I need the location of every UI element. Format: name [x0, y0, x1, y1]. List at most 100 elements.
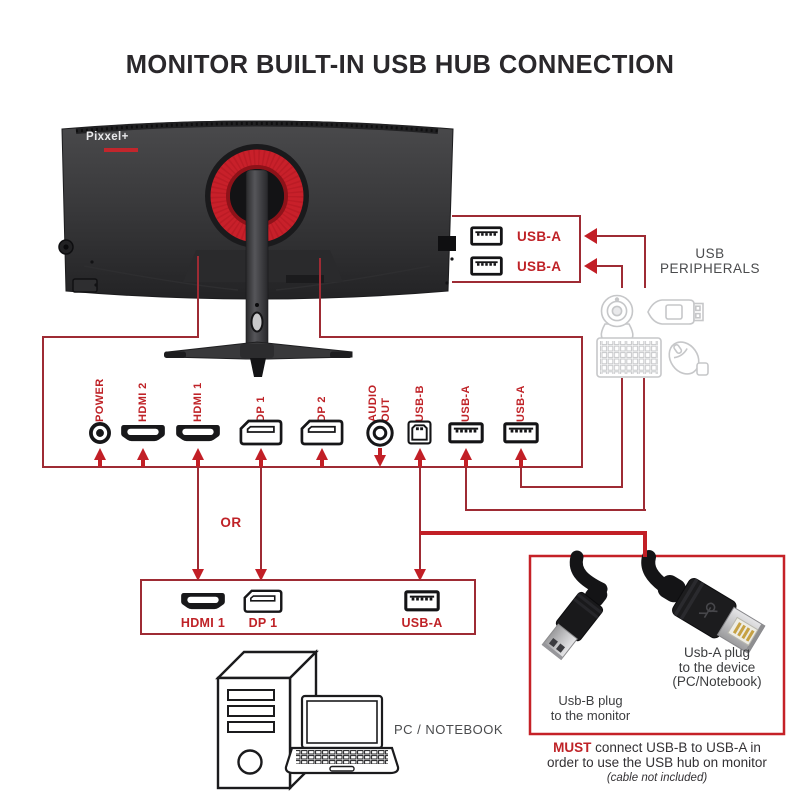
line-usb-a2-up [621, 378, 623, 488]
webcam-icon [600, 294, 634, 343]
line-hub2-v [621, 265, 623, 288]
usb-peripherals-illustration [596, 294, 709, 378]
arrow-power [93, 448, 106, 460]
line-hub1-v [644, 235, 646, 288]
line-usb-a2-h [520, 486, 623, 488]
port-label-usb-b: USB-B [413, 385, 426, 422]
usb-peripherals-label: USB PERIPHERALS [659, 246, 761, 276]
arrow-usb-a1-stem [464, 459, 468, 467]
arrow-into-hub-usb-a-2 [584, 258, 597, 274]
or-label: OR [220, 515, 242, 530]
line-hub2-h [597, 265, 623, 267]
rear-panel-box-top-left [42, 336, 199, 338]
source-usb-a-icon [404, 590, 440, 612]
usb-b-plug-caption: Usb-B plug to the monitor [550, 693, 631, 723]
arrow-hdmi2-stem [141, 459, 145, 467]
arrow-hdmi2 [136, 448, 149, 460]
arrow-dp1-stem [259, 459, 263, 467]
line-usb-b-down [419, 468, 421, 569]
usb-a-plug-icon [657, 575, 766, 655]
port-label-dp1: DP 1 [254, 396, 267, 422]
rear-panel-box-bottom [42, 466, 583, 468]
hub-usb-a-port-icon [470, 226, 503, 246]
dp1-port-icon [239, 419, 283, 446]
line-usb-b-branch-h [420, 531, 646, 535]
source-hdmi1-icon [180, 592, 226, 611]
arrow-audio-out [373, 455, 386, 467]
arrow-power-stem [98, 459, 102, 467]
monitor-stand-illustration [164, 169, 353, 377]
footnote: MUST connect USB-B to USB-A in order to … [513, 740, 800, 787]
port-label-usb-a1: USB-A [459, 385, 472, 422]
arrow-usb-a2 [514, 448, 527, 460]
audio-out-port-icon [365, 418, 395, 448]
page-title: MONITOR BUILT-IN USB HUB CONNECTION [125, 51, 675, 79]
rear-panel-box-right [581, 336, 583, 468]
rear-panel-box-left [42, 336, 44, 468]
source-dp1-label: DP 1 [248, 616, 278, 630]
line-usb-a1-h [465, 509, 646, 511]
usb-a1-port-icon [448, 422, 484, 444]
hdmi1-port-icon [175, 424, 221, 443]
rear-panel-box-top-right [321, 336, 583, 338]
arrow-hdmi1-stem [196, 459, 200, 467]
usb-a-plug-caption: Usb-A plug to the device (PC/Notebook) [672, 645, 762, 689]
footnote-line-3: (cable not included) [606, 772, 708, 785]
line-monitor-right-riser [319, 258, 321, 338]
source-usb-a-label: USB-A [401, 616, 443, 630]
arrow-usb-a2-stem [519, 459, 523, 467]
line-usb-a1-up [643, 378, 645, 511]
monitor-back-illustration [58, 120, 456, 300]
source-box [140, 579, 476, 635]
pc-notebook-label: PC / NOTEBOOK [394, 722, 504, 737]
footnote-text-1: connect USB-B to USB-A in [591, 740, 761, 755]
arrow-usb-b [413, 448, 426, 460]
arrow-dp1-into-source-box [254, 569, 267, 581]
line-usb-b-branch-v [643, 531, 647, 557]
monitor-brand-underline [104, 148, 138, 152]
hub-usb-a-port-icon [470, 256, 503, 276]
usb-b-plug-icon [541, 584, 608, 661]
usb-receiver-icon [696, 362, 709, 376]
footnote-line-2: order to use the USB hub on monitor [547, 755, 767, 771]
port-label-dp2: DP 2 [315, 396, 328, 422]
arrow-dp2 [315, 448, 328, 460]
line-hub1-h [597, 235, 646, 237]
arrow-audio-stem [378, 448, 382, 456]
arrow-usb-b-stem [418, 459, 422, 467]
port-label-hdmi2: HDMI 2 [136, 382, 149, 422]
hdmi2-port-icon [120, 424, 166, 443]
arrow-hdmi1 [191, 448, 204, 460]
source-dp1-icon [243, 589, 283, 614]
arrow-dp2-stem [320, 459, 324, 467]
power-port-icon [88, 421, 112, 445]
keyboard-icon [596, 337, 662, 378]
arrow-usb-b-into-source-box [413, 569, 426, 581]
line-hdmi1-down [197, 468, 199, 569]
usb-flash-drive-icon [647, 299, 704, 325]
port-label-power: POWER [93, 378, 106, 422]
hub-usb-a-label-1: USB-A [517, 229, 562, 244]
arrow-hdmi1-into-source-box [191, 569, 204, 581]
usb-cable-figure [528, 550, 786, 736]
usb-b-port-icon [407, 420, 432, 445]
port-label-usb-a2: USB-A [514, 385, 527, 422]
footnote-emphasis: MUST [553, 740, 592, 755]
hub-usb-a-label-2: USB-A [517, 259, 562, 274]
usb-a2-port-icon [503, 422, 539, 444]
arrow-dp1 [254, 448, 267, 460]
arrow-usb-a1 [459, 448, 472, 460]
source-hdmi1-label: HDMI 1 [180, 616, 226, 630]
usb-hub-box [452, 215, 581, 283]
mouse-icon [668, 341, 709, 376]
pc-notebook-illustration [215, 649, 400, 791]
laptop-icon [284, 694, 400, 775]
monitor-brand-logo: Pixxel+ [86, 131, 129, 143]
footnote-line-1: MUST connect USB-B to USB-A in [513, 740, 800, 755]
line-monitor-left-riser [197, 256, 199, 338]
line-dp1-down [260, 468, 262, 569]
port-label-audio-out: AUDIO OUT [367, 384, 392, 422]
line-usb-a1-v [465, 468, 467, 511]
